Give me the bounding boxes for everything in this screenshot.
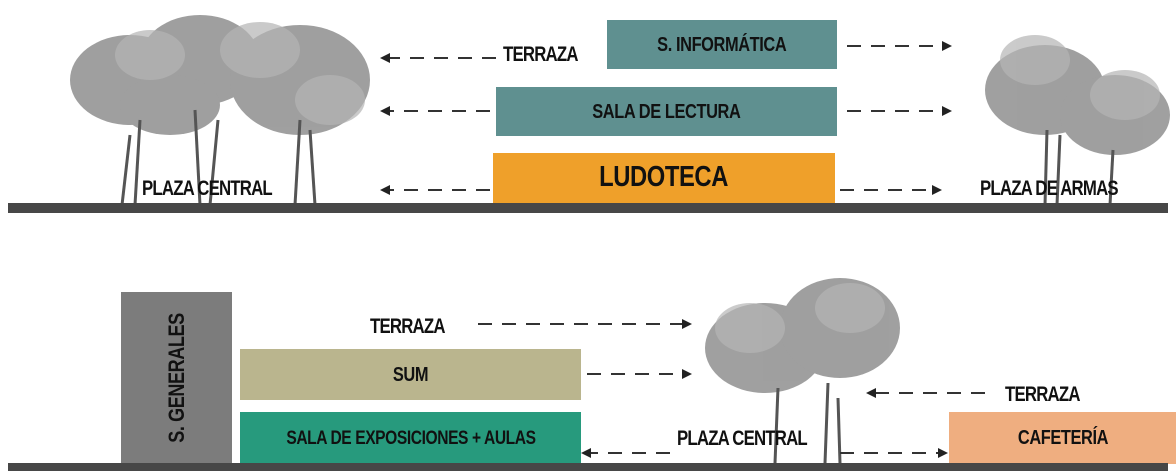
terraza-label-top: TERRAZA [503, 43, 578, 66]
informatica-label: S. INFORMÁTICA [657, 33, 787, 56]
lectura-box: SALA DE LECTURA [496, 87, 837, 136]
cafeteria-label: CAFETERÍA [1017, 427, 1108, 449]
terraza-label-bottom-right: TERRAZA [1005, 383, 1080, 406]
cafeteria-box: CAFETERÍA [949, 412, 1176, 464]
sum-label: SUM [392, 363, 429, 386]
ludoteca-label: LUDOTECA [599, 161, 729, 193]
exposiciones-box: SALA DE EXPOSICIONES + AULAS [240, 412, 581, 464]
informatica-box: S. INFORMÁTICA [607, 20, 837, 69]
ground-line-bottom [8, 463, 1168, 471]
plaza-central-label-top: PLAZA CENTRAL [142, 177, 273, 200]
plaza-central-label-bottom: PLAZA CENTRAL [677, 427, 808, 450]
generales-box: S. GENERALES [121, 292, 232, 464]
exposiciones-label: SALA DE EXPOSICIONES + AULAS [285, 427, 536, 449]
tree-group-left [70, 15, 370, 205]
plaza-armas-label: PLAZA DE ARMAS [980, 177, 1119, 200]
sum-box: SUM [240, 349, 581, 400]
lectura-label: SALA DE LECTURA [592, 100, 741, 123]
terraza-label-bottom-upper: TERRAZA [370, 315, 445, 338]
ground-line-top [8, 203, 1168, 213]
ludoteca-box: LUDOTECA [493, 153, 835, 203]
tree-group-right [985, 35, 1170, 205]
tree-group-bottom [705, 278, 900, 463]
